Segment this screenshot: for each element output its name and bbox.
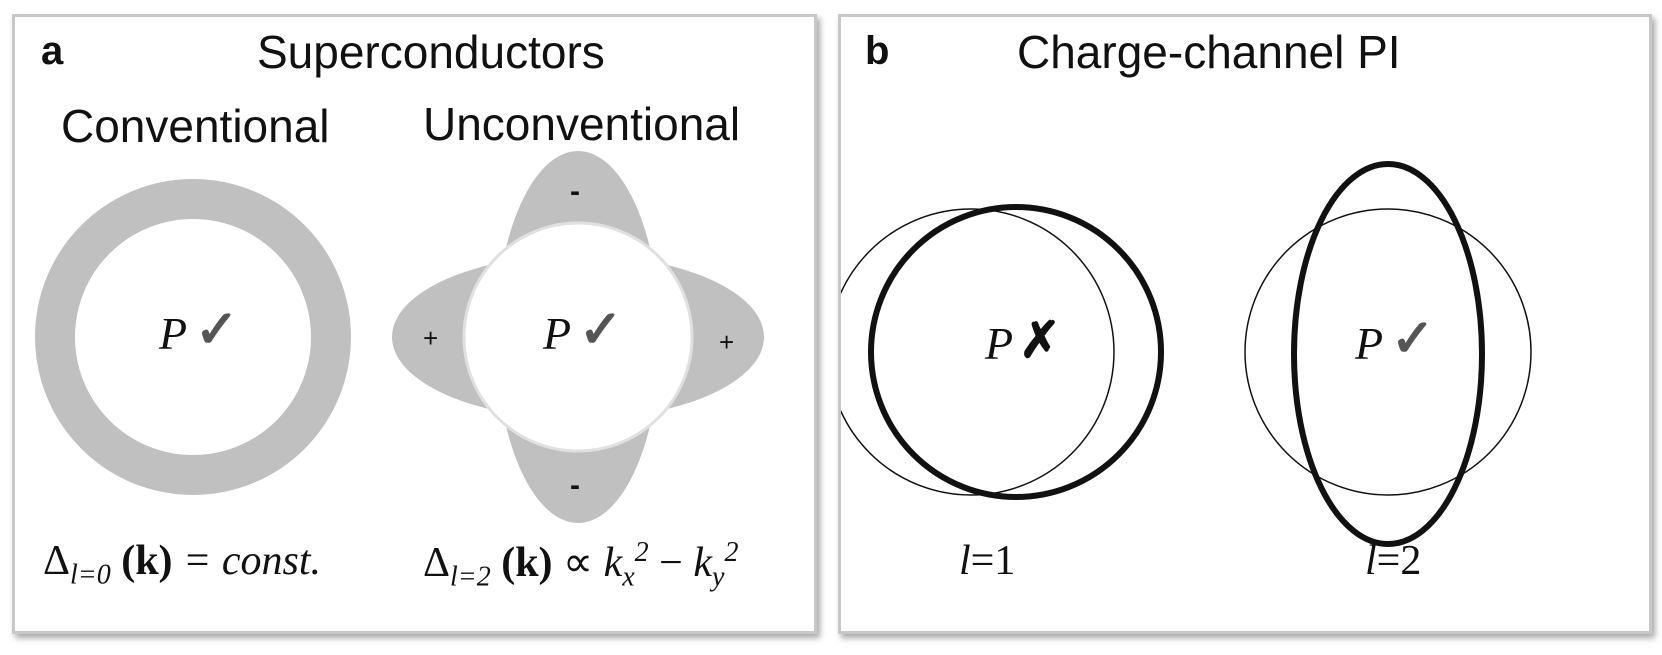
unconventional-formula: Δl=2 (k) ∝ kx2 − ky2 [423,537,738,593]
check-icon: ✓ [195,301,239,359]
formula-rest: = const. [172,538,322,584]
panel-a-diagram [35,151,764,523]
formula-kx: k [603,540,623,586]
formula-sq1: 2 [634,537,649,568]
l2-p-label: P [1355,318,1384,369]
l-symbol: l [1365,538,1377,584]
formula-kx-sub: x [622,561,635,593]
conventional-gap-ring [35,179,351,495]
formula-minus: − [648,540,694,586]
check-icon: ✓ [1391,310,1435,368]
sign-bottom: - [570,469,580,502]
unconventional-heading: Unconventional [423,98,741,150]
panel-a: a Superconductors Conventional Unconvent… [12,14,817,634]
check-icon: ✓ [579,301,623,359]
unconventional-p-label: P [543,308,572,359]
cross-icon: ✗ [1019,312,1061,368]
l2-elongated-ellipse [1291,161,1485,547]
formula-k: (k) [121,538,173,584]
formula-sq2: 2 [724,537,739,568]
panel-a-title: Superconductors [257,26,605,78]
sign-right: + [719,327,735,357]
formula-subscript: l=2 [450,561,491,593]
panel-b-title: Charge-channel PI [1017,26,1401,78]
l-symbol: l [959,538,971,584]
l1-p-label: P [985,318,1014,369]
delta-symbol: Δ [43,538,71,584]
panel-b-letter: b [865,29,890,73]
sign-top: - [570,175,580,208]
conventional-heading: Conventional [61,100,330,152]
formula-ky-sub: y [712,561,725,593]
l1-value: =1 [970,538,1016,584]
formula-ky: k [693,540,712,586]
conventional-formula: Δl=0 (k) = const. [43,537,321,591]
panel-b: b Charge-channel PI P ✗ P ✓ l=1 l=2 [838,14,1652,634]
formula-k: (k) [501,540,553,586]
fermi-surface-circle [462,221,694,453]
l2-label: l=2 [1365,537,1421,585]
sign-left: + [423,323,439,353]
delta-symbol: Δ [423,540,451,586]
panel-a-letter: a [41,29,64,73]
l1-shifted-circle [868,204,1164,500]
l1-original-circle [841,208,1115,496]
l1-label: l=1 [959,537,1015,585]
proportional-symbol: ∝ [552,540,604,586]
panel-b-diagram [841,161,1532,547]
l2-original-circle [1244,208,1532,496]
conventional-p-label: P [159,308,188,359]
formula-subscript: l=0 [70,559,111,591]
l2-value: =2 [1376,538,1422,584]
